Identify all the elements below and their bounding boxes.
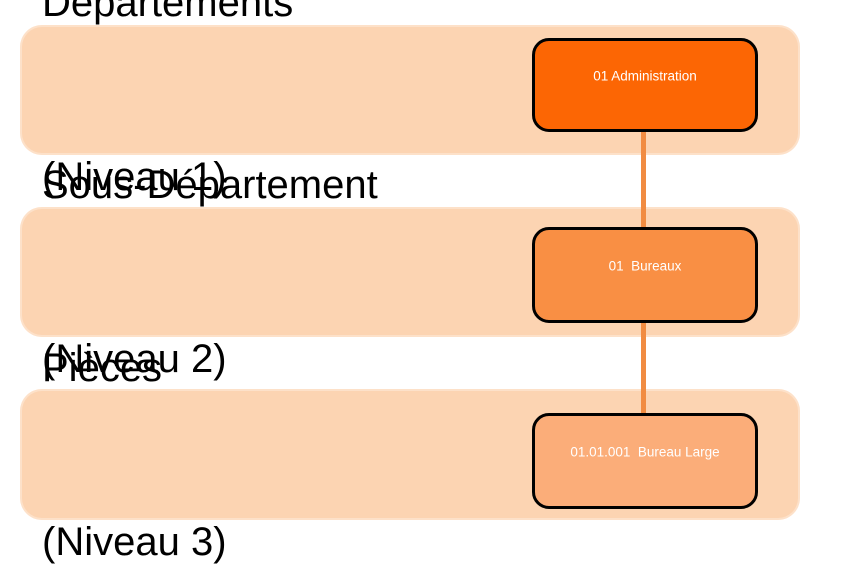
level-band-2-label-line2: (Niveau 2) bbox=[42, 337, 227, 381]
level-band-1-label: Départements (Niveau 1) bbox=[42, 0, 293, 322]
node-level2-bureaux: 01 Bureaux bbox=[532, 227, 758, 323]
level-band-3-label-line1: Pièces bbox=[42, 345, 163, 390]
level-band-3-label-line2: (Niveau 3) bbox=[42, 519, 227, 564]
node-level3-bureau-large: 01.01.001 Bureau Large bbox=[532, 413, 758, 509]
level-band-3-label: Pièces (Niveau 3) bbox=[42, 223, 227, 566]
connector-line-level1-level2 bbox=[641, 130, 646, 230]
level-band-2-label: Sous-Département (Niveau 2) bbox=[42, 40, 378, 504]
node-level3-label: 01.01.001 Bureau Large bbox=[570, 444, 720, 460]
connector-line-level2-level3 bbox=[641, 321, 646, 416]
level-band-1-label-line1: Départements bbox=[42, 0, 294, 25]
level-band-1-label-line2: (Niveau 1) bbox=[42, 155, 227, 199]
node-level1-administration: 01 Administration bbox=[532, 38, 758, 132]
node-level1-label: 01 Administration bbox=[593, 68, 697, 84]
node-level2-label: 01 Bureaux bbox=[608, 258, 682, 274]
level-band-2-label-line1: Sous-Département bbox=[42, 163, 378, 207]
